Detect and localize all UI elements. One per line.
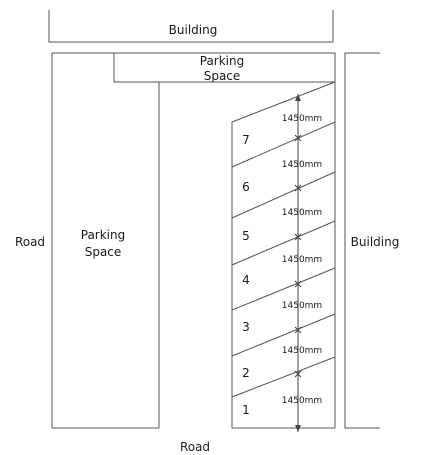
dimension-arrow-top (295, 94, 301, 101)
dimension-label: 1450mm (282, 255, 322, 265)
building-top-label: Building (169, 23, 218, 37)
dimension-label: 1450mm (282, 160, 322, 170)
building-top-outline (48, 10, 334, 43)
stall-divider (231, 121, 336, 168)
parking-top-label-line1: Parking (200, 54, 245, 68)
stalls-outline (231, 81, 336, 429)
stall-divider (231, 220, 336, 266)
building-right-outline (344, 52, 380, 429)
stall-number: 2 (242, 366, 250, 380)
stall-divider (231, 313, 336, 357)
dimension-tick (294, 326, 302, 334)
angled-stalls (231, 81, 336, 429)
stall-number: 1 (242, 403, 250, 417)
dimension-tick (294, 184, 302, 192)
building-right-label: Building (351, 235, 400, 249)
stall-number: 5 (242, 229, 250, 243)
stall-divider (231, 171, 336, 219)
dimension-tick (294, 134, 302, 142)
dimension-label: 1450mm (282, 208, 322, 218)
stall-number: 3 (242, 320, 250, 334)
lot-outline (51, 52, 336, 428)
dimension-tick (294, 280, 302, 288)
stall-divider (231, 267, 336, 311)
stall-divider (231, 356, 336, 398)
dimension-arrow-bottom (295, 425, 301, 432)
dimension-tick (294, 233, 302, 241)
dimension-tick (294, 370, 302, 378)
stall-number: 7 (242, 133, 250, 147)
dimension-label: 1450mm (282, 396, 322, 406)
road-bottom-label: Road (180, 440, 210, 454)
stall-number: 6 (242, 180, 250, 194)
parking-left-label-line1: Parking (81, 228, 126, 242)
stall-number: 4 (242, 273, 250, 287)
dimension-label: 1450mm (282, 301, 322, 311)
road-left-label: Road (15, 235, 45, 249)
parking-left-label-line2: Space (85, 245, 122, 259)
dimension-ticks (294, 134, 302, 378)
dimension-label: 1450mm (282, 346, 322, 356)
dimension-label: 1450mm (282, 114, 322, 124)
parking-top-label-line2: Space (204, 69, 241, 83)
